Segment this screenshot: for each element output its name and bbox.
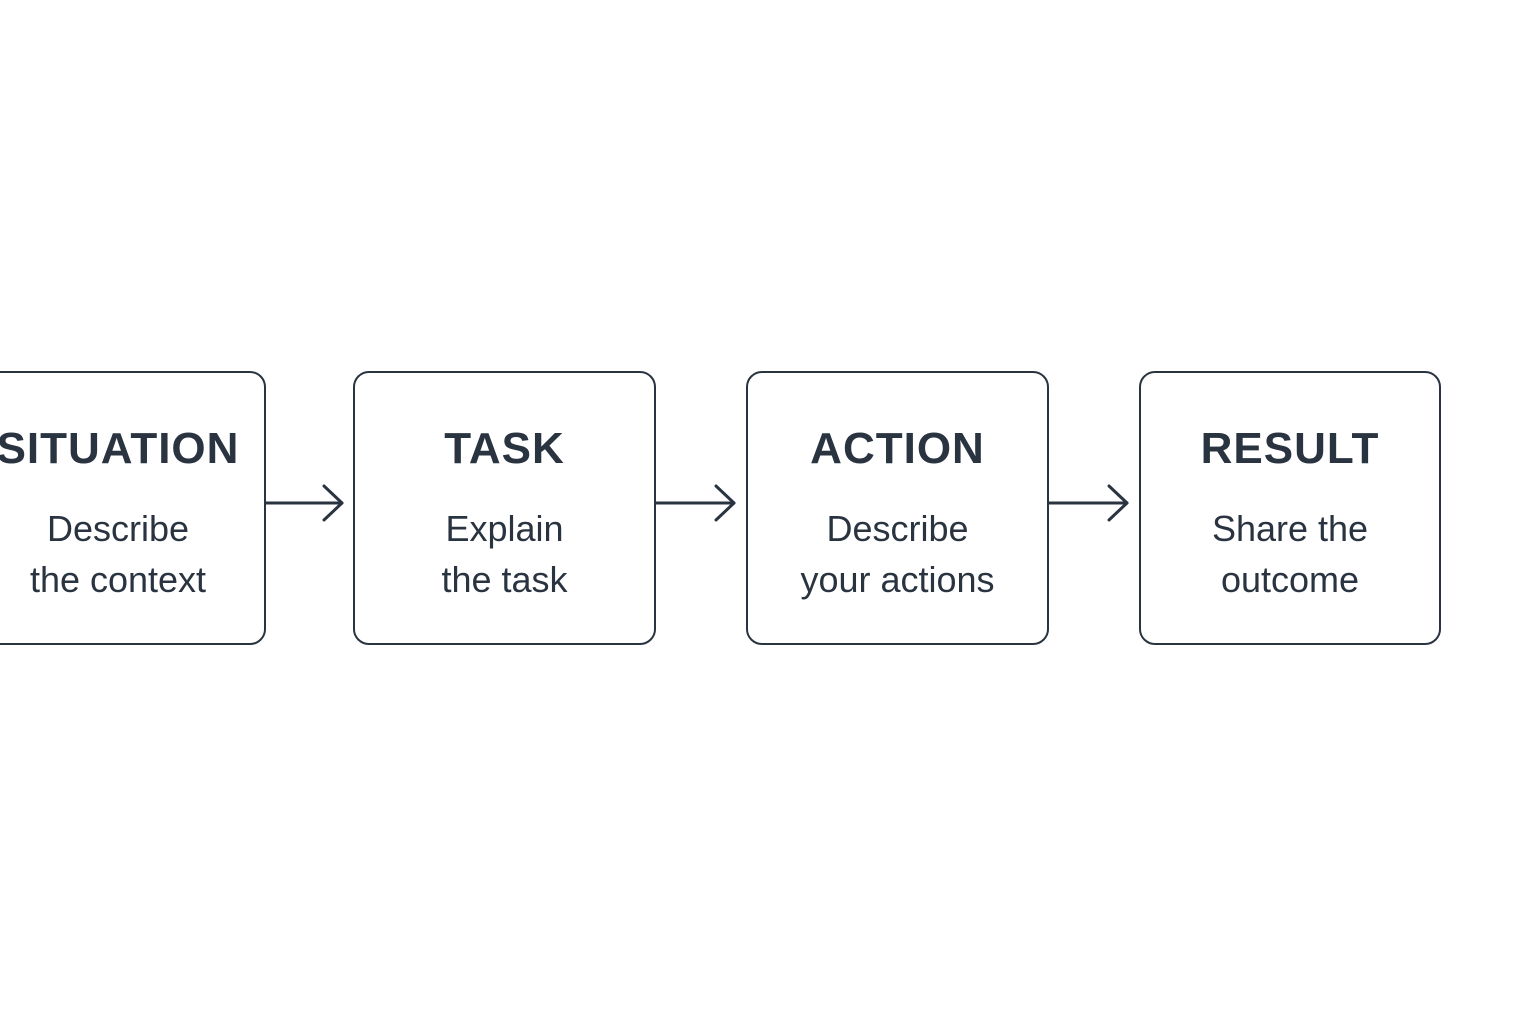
arrow-right-icon (1049, 483, 1131, 523)
step-description: Explain the task (355, 503, 654, 605)
step-box-action: ACTION Describe your actions (746, 371, 1049, 645)
step-title: TASK (444, 424, 565, 473)
arrow-right-icon (266, 483, 346, 523)
step-description-line: Explain (445, 508, 564, 549)
step-description: Describe the context (0, 503, 264, 605)
step-box-situation: SITUATION Describe the context (0, 371, 266, 645)
step-description-line: the context (29, 559, 207, 600)
step-description-line: outcome (1220, 559, 1360, 600)
step-box-result: RESULT Share the outcome (1139, 371, 1441, 645)
step-description-line: your actions (800, 559, 995, 600)
step-description-line: Share the (1211, 508, 1369, 549)
step-description-line: the task (441, 559, 568, 600)
step-title: SITUATION (0, 424, 240, 473)
step-description: Share the outcome (1141, 503, 1439, 605)
arrow-right-icon (656, 483, 738, 523)
step-description-line: Describe (826, 508, 969, 549)
step-box-task: TASK Explain the task (353, 371, 656, 645)
step-title: ACTION (810, 424, 985, 473)
step-description-line: Describe (46, 508, 190, 549)
step-title: RESULT (1200, 424, 1380, 473)
step-description: Describe your actions (748, 503, 1047, 605)
